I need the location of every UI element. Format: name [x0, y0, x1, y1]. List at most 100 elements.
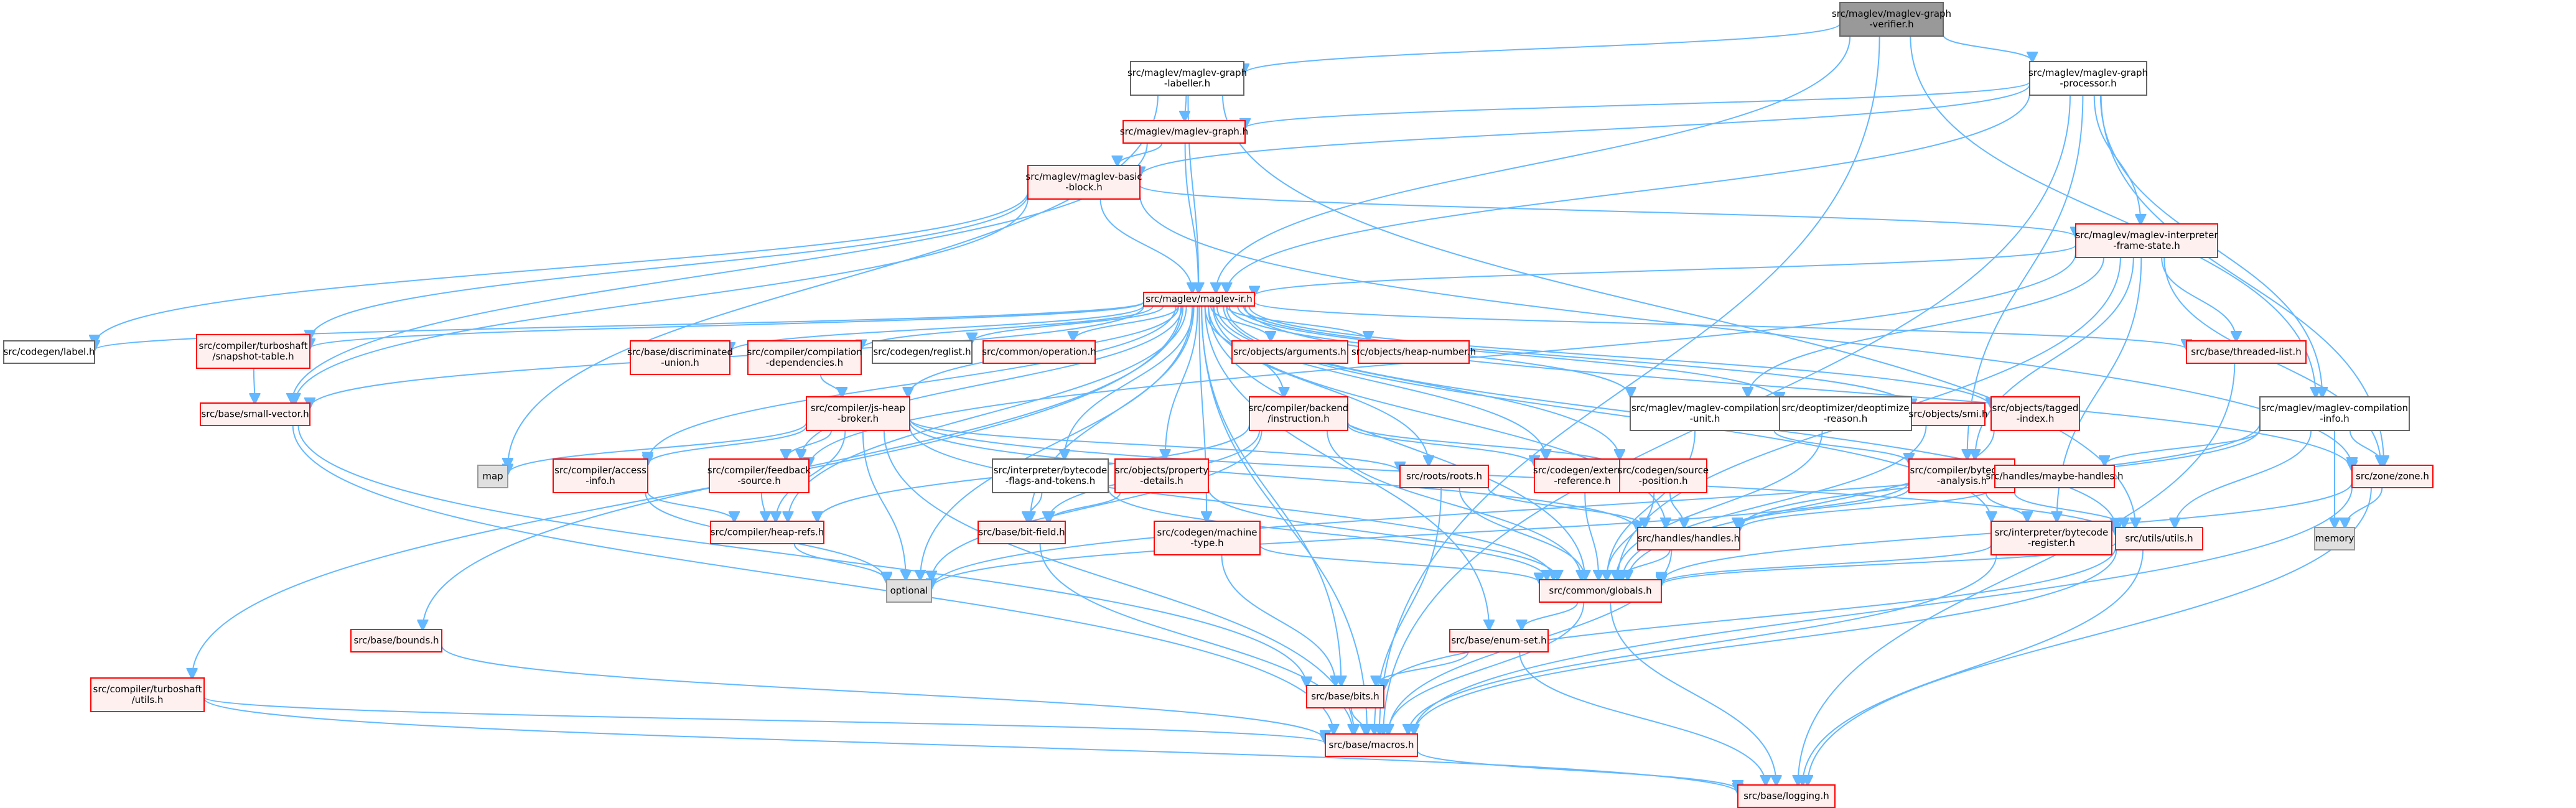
node-src_pos[interactable]: src/codegen/source-position.h	[1618, 458, 1709, 493]
node-comp_unit[interactable]: src/maglev/maglev-compilation-unit.h	[1630, 396, 1780, 431]
edge-feedback_source-to-heap_refs	[762, 492, 766, 521]
node-label: src/codegen/source	[1618, 465, 1709, 476]
node-label: -type.h	[1190, 537, 1223, 549]
node-box	[350, 629, 442, 652]
node-deopt_reason[interactable]: src/deoptimizer/deoptimize-reason.h	[1779, 396, 1912, 431]
node-small_vector[interactable]: src/base/small-vector.h	[200, 402, 310, 426]
node-box	[1143, 292, 1255, 307]
edge-ir-to-heap_number	[1226, 305, 1368, 341]
edge-ir-to-enum_set	[1204, 305, 1490, 629]
node-ts_utils[interactable]: src/compiler/turboshaft/utils.h	[90, 677, 205, 712]
node-ext_ref[interactable]: src/codegen/external-reference.h	[1533, 458, 1631, 493]
node-tagged_index[interactable]: src/objects/tagged-index.h	[1990, 396, 2080, 431]
node-reglist[interactable]: src/codegen/reglist.h	[872, 340, 973, 364]
node-label: memory	[2315, 533, 2354, 544]
node-threaded_list[interactable]: src/base/threaded-list.h	[2186, 340, 2307, 364]
edge-ts_snapshot-to-small_vector	[254, 368, 255, 403]
edge-globals-to-logging	[1610, 601, 1776, 785]
edge-bounds-to-macros	[441, 645, 1325, 740]
node-label: -block.h	[1065, 182, 1103, 193]
node-roots[interactable]: src/roots/roots.h	[1399, 465, 1489, 488]
edge-machine_type-to-globals	[1259, 544, 1539, 582]
node-root[interactable]: src/maglev/maglev-graph-verifier.h	[1832, 2, 1951, 37]
node-bounds[interactable]: src/base/bounds.h	[350, 629, 442, 652]
node-heap_refs[interactable]: src/compiler/heap-refs.h	[710, 521, 824, 544]
node-label: src/maglev/maglev-ir.h	[1146, 294, 1252, 305]
edge-roots-to-handles	[1487, 487, 1645, 527]
node-interp_frame[interactable]: src/maglev/maglev-interpreter-frame-stat…	[2075, 223, 2218, 258]
node-heap_number[interactable]: src/objects/heap-number.h	[1351, 340, 1476, 364]
edge-root-to-labeller	[1244, 23, 1841, 73]
node-bits[interactable]: src/base/bits.h	[1306, 685, 1384, 708]
node-bit_field[interactable]: src/base/bit-field.h	[978, 521, 1066, 544]
node-machine_type[interactable]: src/codegen/machine-type.h	[1154, 521, 1261, 555]
node-macros[interactable]: src/base/macros.h	[1325, 733, 1418, 757]
edge-globals-to-macros	[1388, 601, 1585, 734]
node-labeller[interactable]: src/maglev/maglev-graph-labeller.h	[1127, 61, 1247, 96]
edge-processor-to-zone	[2100, 95, 2384, 465]
node-bc_register[interactable]: src/interpreter/bytecode-register.h	[1990, 521, 2112, 555]
node-label: src/zone/zone.h	[2356, 471, 2429, 482]
node-operation[interactable]: src/common/operation.h	[982, 340, 1096, 364]
edge-ir-to-bc_flags	[1065, 305, 1194, 459]
node-label: src/codegen/label.h	[4, 346, 95, 358]
edge-ir-to-threaded_list	[1254, 301, 2186, 349]
edge-ir-to-tagged_index	[1248, 305, 1991, 407]
node-box	[1130, 61, 1244, 96]
node-label: src/maglev/maglev-interpreter	[2075, 230, 2218, 241]
node-feedback_source[interactable]: src/compiler/feedback-source.h	[707, 458, 811, 493]
node-handles[interactable]: src/handles/handles.h	[1637, 527, 1740, 550]
node-basicblock[interactable]: src/maglev/maglev-basic-block.h	[1025, 165, 1142, 200]
node-box	[2075, 223, 2218, 258]
node-access_info[interactable]: src/compiler/access-info.h	[553, 458, 648, 493]
node-box	[1637, 527, 1740, 550]
node-label: src/base/enum-set.h	[1451, 635, 1546, 646]
node-box	[1358, 340, 1470, 364]
node-label: /snapshot-table.h	[212, 351, 294, 362]
node-ir[interactable]: src/maglev/maglev-ir.h	[1143, 292, 1255, 307]
node-zone[interactable]: src/zone/zone.h	[2351, 465, 2434, 488]
node-label: -index.h	[2017, 413, 2055, 424]
node-label: src/codegen/reglist.h	[873, 346, 971, 358]
edge-interp_frame-to-threaded_list	[2161, 257, 2236, 341]
node-label[interactable]: src/codegen/label.h	[3, 340, 95, 364]
node-comp_info[interactable]: src/maglev/maglev-compilation-info.h	[2259, 396, 2410, 431]
edge-comp_info-to-zone	[2349, 430, 2382, 465]
node-label: -verifier.h	[1869, 19, 1913, 30]
node-label: src/maglev/maglev-basic	[1025, 171, 1142, 182]
node-label: src/base/discriminated	[627, 346, 733, 358]
node-box	[2115, 527, 2203, 550]
node-box	[1122, 120, 1246, 144]
node-utils[interactable]: src/utils/utils.h	[2115, 527, 2203, 550]
edge-small_vector-to-bits	[297, 425, 1307, 687]
node-box	[1619, 458, 1707, 493]
node-processor[interactable]: src/maglev/maglev-graph-processor.h	[2028, 61, 2148, 96]
node-label: -reference.h	[1554, 475, 1610, 486]
node-smi[interactable]: src/objects/smi.h	[1909, 402, 1988, 426]
node-prop_details[interactable]: src/objects/property-details.h	[1114, 458, 1209, 493]
edge-js_heap_broker-to-optional	[862, 430, 906, 580]
node-logging[interactable]: src/base/logging.h	[1737, 784, 1836, 808]
node-box	[1399, 465, 1489, 488]
node-label: src/base/macros.h	[1329, 740, 1414, 751]
edge-bc_analysis-to-handles	[1737, 488, 1910, 527]
node-bc_flags[interactable]: src/interpreter/bytecode-flags-and-token…	[992, 458, 1109, 493]
node-label: src/interpreter/bytecode	[994, 465, 1108, 476]
node-box	[1306, 685, 1384, 708]
node-label: src/base/bounds.h	[353, 635, 439, 646]
node-js_heap_broker[interactable]: src/compiler/js-heap-broker.h	[806, 396, 910, 431]
node-map: map	[477, 465, 508, 488]
node-label: src/base/threaded-list.h	[2191, 346, 2301, 358]
node-label: src/maglev/maglev-graph	[1832, 8, 1951, 19]
node-label: src/maglev/maglev-compilation	[2261, 402, 2408, 414]
node-graph[interactable]: src/maglev/maglev-graph.h	[1120, 120, 1248, 144]
node-disc_union[interactable]: src/base/discriminated-union.h	[627, 340, 733, 375]
node-comp_deps[interactable]: src/compiler/compilation-dependencies.h	[747, 340, 862, 375]
node-ts_snapshot[interactable]: src/compiler/turboshaft/snapshot-table.h	[196, 334, 310, 369]
node-arguments[interactable]: src/objects/arguments.h	[1231, 340, 1348, 364]
node-box	[1839, 2, 1944, 37]
node-maybe_handles[interactable]: src/handles/maybe-handles.h	[1986, 465, 2124, 488]
node-backend_instr[interactable]: src/compiler/backend/instruction.h	[1249, 396, 1349, 431]
node-globals[interactable]: src/common/globals.h	[1539, 579, 1662, 603]
node-enum_set[interactable]: src/base/enum-set.h	[1449, 629, 1549, 652]
